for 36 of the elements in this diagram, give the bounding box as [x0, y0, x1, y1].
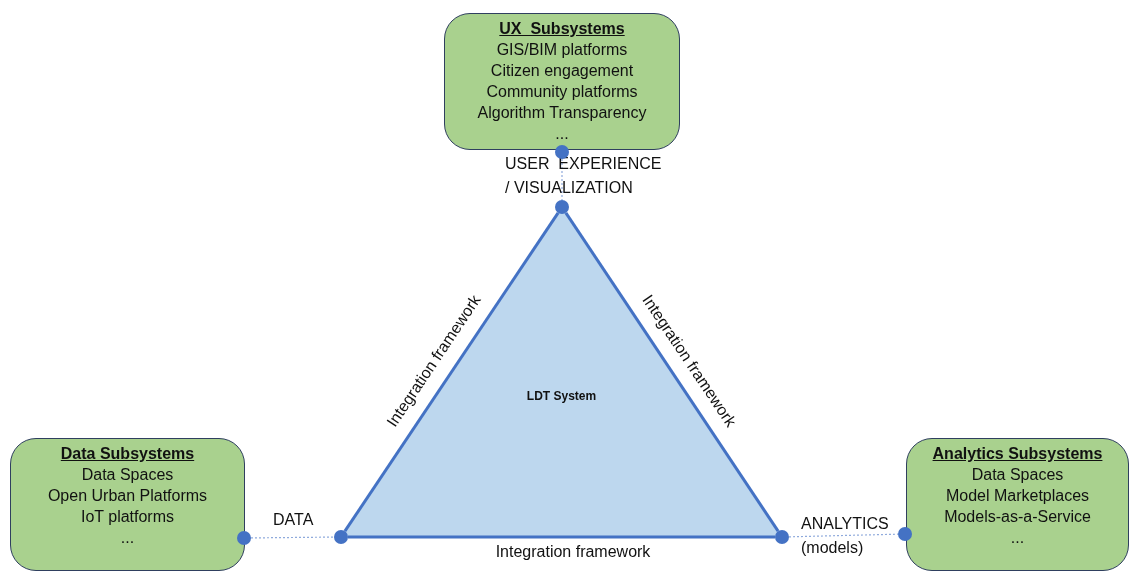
- box-heading: Analytics Subsystems: [932, 445, 1103, 462]
- dotted-connector: [561, 158, 563, 201]
- vertex-label: DATA: [273, 511, 314, 528]
- dotted-connector: [788, 533, 899, 538]
- triangle-side: [564, 212, 780, 532]
- list-item: GIS/BIM platforms: [496, 41, 628, 58]
- system-label: LDT System: [526, 389, 597, 403]
- list-item: IoT platforms: [80, 508, 175, 525]
- list-item: ...: [1010, 529, 1025, 546]
- list-item: Open Urban Platforms: [47, 487, 208, 504]
- subsystem-box: [906, 438, 1129, 571]
- list-item: ...: [120, 529, 135, 546]
- connector-dot: [775, 530, 789, 544]
- connector-dot: [334, 530, 348, 544]
- list-item: Algorithm Transparency: [477, 104, 647, 121]
- subsystem-box: [10, 438, 245, 571]
- connector-dot: [898, 527, 912, 541]
- box-heading: Data Subsystems: [60, 445, 195, 462]
- list-item: ...: [555, 125, 569, 142]
- list-item: Models-as-a-Service: [944, 508, 1091, 525]
- triangle-side: [348, 535, 775, 539]
- list-item: Data Spaces: [81, 466, 174, 483]
- list-item: Data Spaces: [971, 466, 1064, 483]
- edge-label: Integration framework: [495, 543, 651, 561]
- box-heading: UX Subsystems: [499, 20, 625, 37]
- connector-dot: [555, 200, 569, 214]
- dotted-connector: [250, 536, 335, 539]
- connector-dot: [237, 531, 251, 545]
- list-item: Community platforms: [486, 83, 638, 100]
- list-item: Model Marketplaces: [945, 487, 1090, 504]
- vertex-label: ANALYTICS (models): [801, 515, 890, 556]
- list-item: Citizen engagement: [490, 62, 634, 79]
- connector-dot: [555, 145, 569, 159]
- subsystem-box: [444, 13, 680, 150]
- vertex-label: USER EXPERIENCE / VISUALIZATION: [505, 155, 663, 196]
- triangle-side: [343, 212, 560, 532]
